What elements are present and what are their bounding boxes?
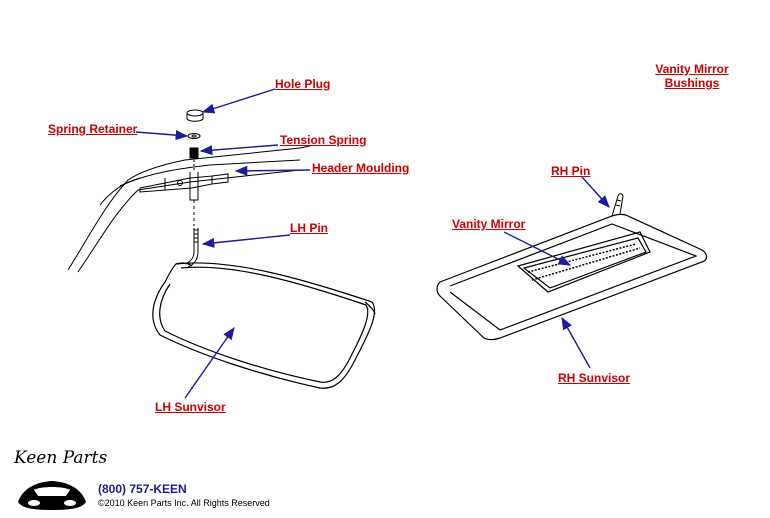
label-lh-sunvisor[interactable]: LH Sunvisor	[155, 400, 226, 414]
leader-arrows	[135, 88, 610, 399]
copyright-text: ©2010 Keen Parts Inc. All Rights Reserve…	[98, 498, 270, 508]
keen-parts-logo: Keen Parts	[14, 448, 108, 468]
label-spring-retainer[interactable]: Spring Retainer	[48, 122, 138, 136]
label-vanity-mirror-bushings-line2: Bushings	[664, 76, 720, 90]
label-vanity-mirror-bushings[interactable]: Vanity Mirror Bushings	[652, 62, 732, 90]
label-hole-plug[interactable]: Hole Plug	[275, 77, 331, 91]
rh-sunvisor-drawing	[436, 213, 708, 341]
car-logo-icon	[18, 481, 86, 510]
rh-pin-drawing	[611, 193, 624, 217]
label-vanity-mirror-bushings-line1: Vanity Mirror	[655, 62, 729, 76]
label-rh-pin[interactable]: RH Pin	[551, 164, 591, 178]
header-moulding-drawing	[67, 145, 311, 273]
phone-number[interactable]: (800) 757-KEEN	[98, 482, 187, 496]
label-tension-spring[interactable]: Tension Spring	[280, 133, 367, 147]
lh-sunvisor-drawing	[152, 262, 376, 389]
label-lh-pin[interactable]: LH Pin	[290, 221, 328, 235]
label-rh-sunvisor[interactable]: RH Sunvisor	[558, 371, 631, 385]
label-header-moulding[interactable]: Header Moulding	[312, 161, 410, 175]
label-vanity-mirror[interactable]: Vanity Mirror	[452, 217, 526, 231]
lh-pin-drawing	[184, 228, 199, 268]
